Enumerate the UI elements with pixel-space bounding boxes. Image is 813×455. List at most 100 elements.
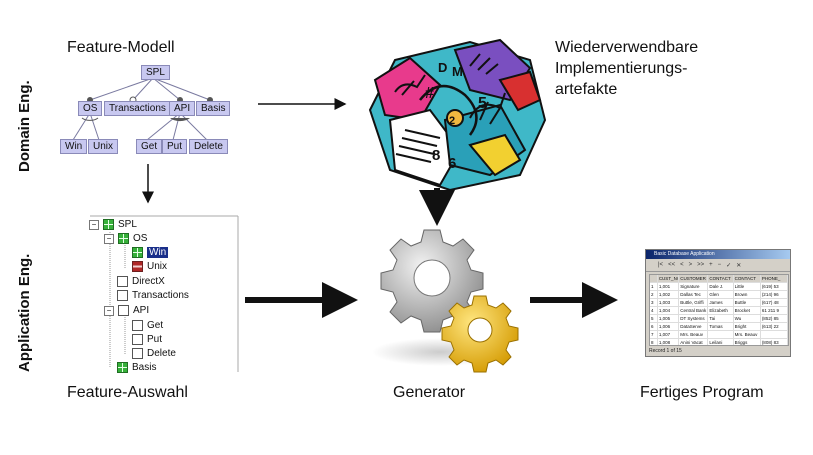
tree-label-basis: Basis <box>132 362 157 373</box>
clipart-letter-6: 6 <box>448 155 456 172</box>
nav-next-button[interactable]: > <box>688 262 693 268</box>
feature-node-spl: SPL <box>141 65 170 80</box>
tree-row-put[interactable]: Put <box>132 334 162 345</box>
clipart-letter-5: 5 <box>478 95 487 112</box>
collapse-icon[interactable]: − <box>104 305 114 316</box>
clipart-letter-m: M <box>452 64 463 79</box>
table-cell: Elizabeth <box>708 307 734 314</box>
feature-node-delete: Delete <box>189 139 228 154</box>
table-cell: Dallas Tec <box>679 291 709 298</box>
table-cell: (619) 53 <box>761 283 788 290</box>
tree-row-get[interactable]: Get <box>132 320 163 331</box>
post-record-button[interactable]: ✓ <box>726 262 732 269</box>
table-cell: 2 <box>650 291 658 298</box>
table-cell: Brocket <box>734 307 761 314</box>
app-status-bar: Record 1 of 15 <box>649 348 682 354</box>
tree-row-unix[interactable]: Unix <box>132 261 167 272</box>
collapse-icon[interactable]: − <box>89 219 99 230</box>
feature-node-transactions: Transactions <box>104 101 171 116</box>
table-cell: 4 <box>650 307 658 314</box>
checkbox-win[interactable] <box>132 247 143 258</box>
tree-row-directx[interactable]: DirectX <box>117 276 165 287</box>
table-cell <box>761 331 788 338</box>
tree-row-spl[interactable]: − SPL <box>89 219 137 230</box>
tree-label-spl: SPL <box>118 219 137 230</box>
checkbox-api[interactable] <box>118 305 129 316</box>
nav-first-button[interactable]: |< <box>658 262 664 268</box>
app-data-grid[interactable]: CUST_NO CUSTOMER CONTACT CONTACT PHONE_ … <box>649 274 789 346</box>
tree-row-win[interactable]: Win <box>132 247 169 258</box>
table-cell: DataServe <box>679 323 709 330</box>
checkbox-get[interactable] <box>132 320 143 331</box>
checkbox-transactions[interactable] <box>117 290 128 301</box>
table-cell: 1,006 <box>658 323 680 330</box>
tree-row-transactions[interactable]: Transactions <box>117 290 189 301</box>
table-cell: Bright <box>734 323 761 330</box>
checkbox-unix[interactable] <box>132 261 143 272</box>
feature-node-win: Win <box>60 139 88 154</box>
feature-node-put: Put <box>162 139 188 154</box>
tree-row-delete[interactable]: Delete <box>132 348 176 359</box>
nav-prior-page-button[interactable]: << <box>668 262 676 268</box>
table-cell: (808) 83 <box>761 339 788 345</box>
nav-prior-button[interactable]: < <box>680 262 684 268</box>
checkbox-basis[interactable] <box>117 362 128 373</box>
checkbox-spl[interactable] <box>103 219 114 230</box>
table-cell: 61 211 9 <box>761 307 788 314</box>
table-cell: Signature <box>679 283 709 290</box>
feature-node-unix: Unix <box>88 139 119 154</box>
tree-label-delete: Delete <box>147 348 176 359</box>
add-record-button[interactable]: + <box>709 262 713 268</box>
table-cell: Leilani <box>708 339 734 345</box>
table-cell: Wu <box>734 315 761 322</box>
table-cell: (613) 22 <box>761 323 788 330</box>
tree-label-put: Put <box>147 334 163 345</box>
checkbox-put[interactable] <box>132 334 143 345</box>
table-cell: (617) 48 <box>761 299 788 306</box>
tree-row-api[interactable]: − API <box>104 305 149 316</box>
clipart-letter-2: 2 <box>449 115 455 127</box>
artifacts-clipart <box>368 38 547 192</box>
collapse-icon[interactable]: − <box>104 233 114 244</box>
nav-last-button[interactable]: >> <box>697 262 705 268</box>
feature-node-basis: Basis <box>196 101 231 116</box>
clipart-letter-8: 8 <box>432 147 440 164</box>
tree-label-directx: DirectX <box>132 276 165 287</box>
checkbox-delete[interactable] <box>132 348 143 359</box>
generator-caption: Generator <box>393 384 466 401</box>
delete-record-button[interactable]: − <box>717 262 722 268</box>
table-cell: 5 <box>650 315 658 322</box>
tree-row-basis[interactable]: Basis <box>117 362 156 373</box>
table-cell <box>708 331 734 338</box>
artifacts-caption-line3: artefakte <box>555 81 618 98</box>
checkbox-os[interactable] <box>118 233 129 244</box>
cancel-record-button[interactable]: ✕ <box>736 262 742 269</box>
table-cell: 6 <box>650 323 658 330</box>
app-title-bar: Basic Database Application <box>646 250 790 259</box>
feature-node-get: Get <box>136 139 163 154</box>
table-cell: Glen <box>708 291 734 298</box>
grid-header-cell: CUSTOMER <box>679 275 709 282</box>
table-cell: 1,003 <box>658 299 680 306</box>
table-cell: Tomas <box>708 323 734 330</box>
grid-header-cell: CONTACT <box>708 275 734 282</box>
feature-node-os: OS <box>78 101 103 116</box>
tree-row-os[interactable]: − OS <box>104 233 147 244</box>
tree-label-win: Win <box>147 247 169 258</box>
table-cell: 1 <box>650 283 658 290</box>
finished-program-caption: Fertiges Program <box>640 384 764 401</box>
table-cell: Mrs. Beauv <box>679 331 709 338</box>
table-cell: 1,004 <box>658 307 680 314</box>
table-cell: James <box>708 299 734 306</box>
table-cell: Central Bank <box>679 307 709 314</box>
checkbox-directx[interactable] <box>117 276 128 287</box>
